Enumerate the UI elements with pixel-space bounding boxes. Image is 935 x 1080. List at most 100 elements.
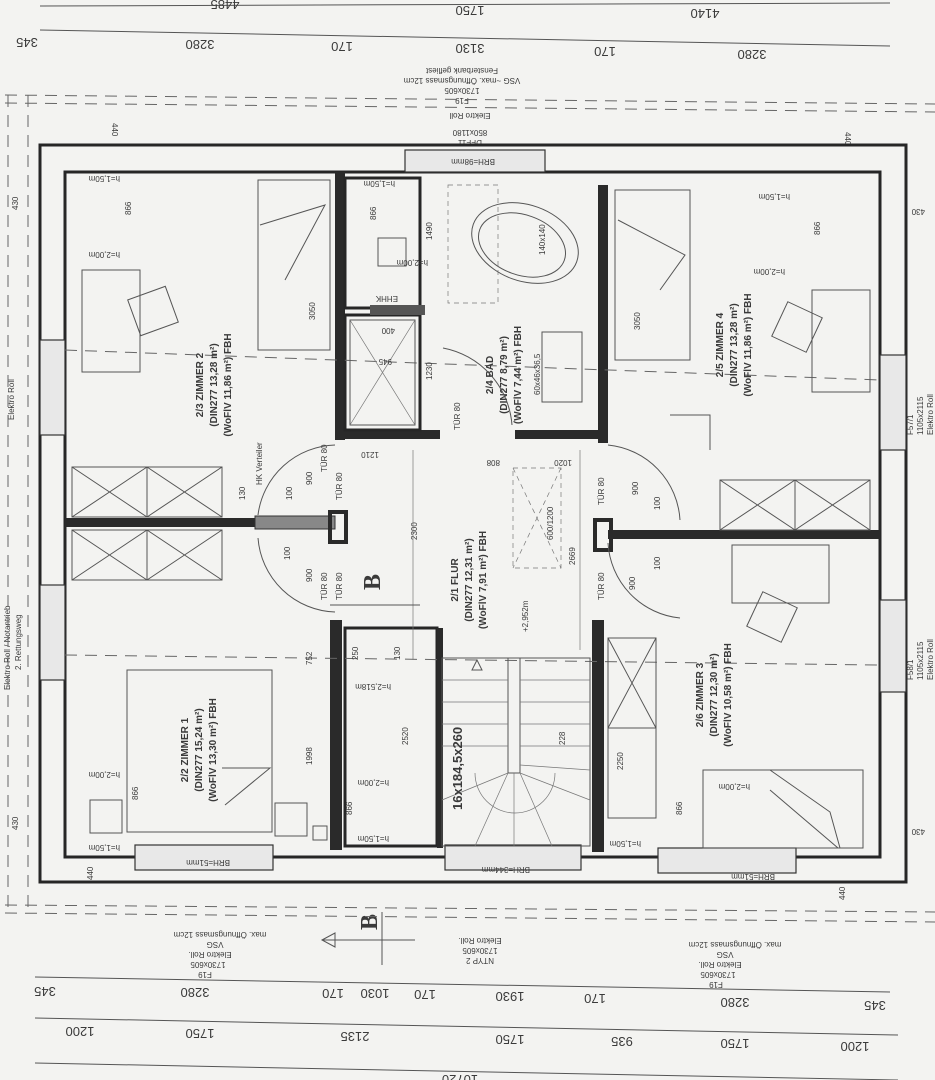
plan-label: 170 [584,991,606,1006]
plan-label: 850x1180 [452,128,487,137]
plan-label: HK Verteiler [255,442,264,485]
room-label: 2/1 FLUR (DIN277 12,31 m²) (WoFlV 7,91 m… [450,531,489,629]
plan-label: 100 [285,486,294,500]
room-label: 2/5 ZIMMER 4 (DIN277 13,28 m²) (WoFlV 11… [715,293,754,396]
sink [541,331,583,403]
plan-label: (WoFlV 13,30 m²) FBH [208,698,219,802]
dim: 3130 [456,41,485,56]
plan-label: 170 [322,986,344,1001]
toilet [377,237,407,267]
plan-label: TÜR 80 [335,572,344,600]
plan-label: VSG ~max. Öffnungsmass 12cm [403,76,520,85]
plan-label: h=1,50m [363,179,395,188]
plan-label: BRH=98mm [451,157,495,166]
plan-label: 1230 [425,362,434,380]
plan-label: 866 [369,206,378,220]
room-storage: h=2,518m h=2,00m h=1,50m 2520 866 250 13… [345,646,410,843]
plan-label: (WoFlV 7,91 m²) FBH [478,531,489,629]
chair [127,285,179,337]
dim: 170 [331,39,353,54]
plan-label: 1210 [361,450,379,459]
plan-label: 1490 [425,222,434,240]
plan-label: 140x140 [538,224,547,255]
plan-label: 2300 [410,522,419,540]
plan-label: Elektro Roll. [458,936,501,945]
plan-label: 430 [11,196,20,210]
dim: 4140 [691,6,720,21]
room-zimmer-4: 2/5 ZIMMER 4 (DIN277 13,28 m²) (WoFlV 11… [597,189,871,531]
plan-label: (DIN277 13,28 m²) [209,343,220,426]
right-side-notes: F57/1 1105x2115 Elektro Roll F58/1 1105x… [906,207,935,836]
plan-label: 1750 [186,1026,215,1041]
window-zimmer2 [39,339,66,436]
window-zimmer3-bottom [657,847,797,874]
window-stairs [444,844,582,871]
plan-label: 1020 [554,458,572,467]
window-zimmer1 [39,584,66,681]
plan-label: 935 [611,1034,633,1049]
dim: 170 [594,44,616,59]
plan-label: 866 [124,201,133,215]
bottom-dimensions: 440 440 max. Öffnungsmass 12cm VSG Elekt… [4,866,935,1080]
wardrobe [71,529,223,581]
plan-label: 900 [631,481,640,495]
bed [257,179,331,351]
window-bath [404,149,546,173]
plan-label: h=1,50m [357,834,389,843]
plan-label: 100 [653,556,662,570]
plan-label: 2669 [568,547,577,565]
plan-label: 1200 [66,1024,95,1039]
room-label: 2/6 ZIMMER 3 (DIN277 12,30 m²) (WoFlV 10… [695,643,734,747]
plan-label: 100 [653,496,662,510]
plan-label: h=1,50m [88,174,120,183]
wardrobe [71,466,223,518]
room-bad: 2/4 BAD (DIN277 8,79 m²) (WoFlV 7,44 m²)… [349,157,583,430]
bed [702,769,864,849]
windows [39,149,907,874]
plan-label: 130 [238,486,247,500]
plan-label: 2250 [616,752,625,770]
plan-label: 866 [345,801,354,815]
room-zimmer-1: 2/2 ZIMMER 1 (DIN277 15,24 m²) (WoFlV 13… [71,529,336,867]
dim: 4485 [211,0,240,12]
plan-label: h=2,00m [357,778,389,787]
plan-label: (WoFlV 7,44 m²) FBH [513,326,524,424]
plan-label: 2520 [401,727,410,745]
plan-label: F58/1 [906,659,915,680]
edge-dim: 440 [843,132,852,146]
plan-label: h=2,00m [396,258,428,267]
plan-label: 866 [131,786,140,800]
dim: 1750 [456,3,485,18]
plan-label: 900 [628,576,637,590]
plan-label: 1730x605 [700,970,736,979]
plan-label: EHHK [375,294,398,303]
plan-label: F19 [455,96,469,105]
chair [771,301,823,353]
note-center: Elektro Roll. 1730x605 NTYP 2 [458,936,501,965]
room-flur: 600/1200 2/1 FLUR (DIN277 12,31 m²) (WoF… [335,450,581,660]
plan-label: Elektro Roll [7,379,16,420]
staircase: 16x184,5x260 228 BRH=344mm [441,657,591,874]
plan-label: Elektro Roll. [188,950,231,959]
plan-label: 1730x605 [190,960,226,969]
plan-label: DFF11 [458,138,482,147]
plan-label: 2/1 FLUR [450,558,461,602]
plan-label: Elektro Roll [926,639,935,680]
plan-label: h=1,50m [609,839,641,848]
plan-label: (DIN277 12,30 m²) [709,653,720,736]
plan-label: 60x46x36,5 [533,353,542,395]
column [312,825,328,841]
section-marker-top: B [330,574,420,606]
bed [614,189,691,361]
plan-label: 1750 [721,1036,750,1051]
plan-label: 1105x2115 [916,396,925,435]
plan-label: (DIN277 8,79 m²) [499,336,510,414]
plan-label: NTYP 2 [466,956,494,965]
attic-hatch [512,467,562,569]
plan-label: (WoFlV 11,86 m²) FBH [223,333,234,436]
plan-label: F19 [198,970,212,979]
plan-label: 600/1200 [546,506,555,540]
plan-label: +2,952m [521,600,530,632]
wardrobe [719,479,871,531]
